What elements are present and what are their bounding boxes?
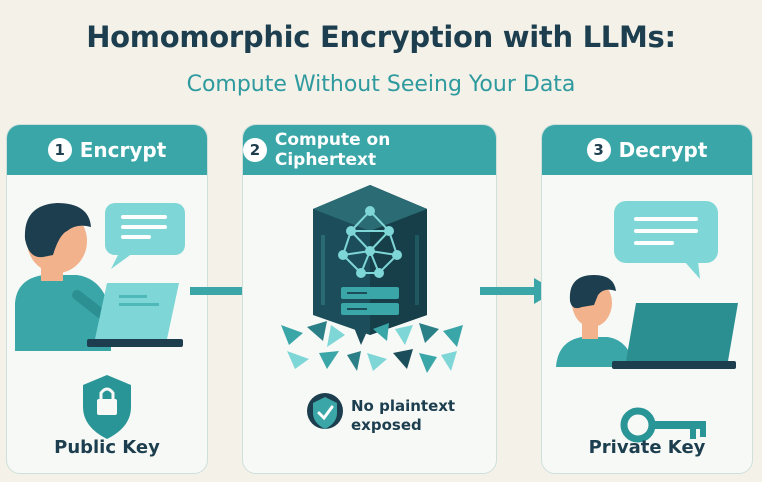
step-label: Encrypt xyxy=(79,138,167,162)
step-encrypt-panel: 1 Encrypt Public Key xyxy=(6,124,208,474)
step-compute-panel: 2 Compute on Ciphertext xyxy=(242,124,497,474)
step-label: Compute on Ciphertext xyxy=(274,130,391,170)
ciphertext-fragments xyxy=(281,321,463,373)
step-compute-header: 2 Compute on Ciphertext xyxy=(243,125,496,175)
step-number-badge: 3 xyxy=(586,138,611,162)
server-illustration xyxy=(281,185,463,429)
public-key-label: Public Key xyxy=(54,437,160,458)
page-subtitle: Compute Without Seeing Your Data xyxy=(186,72,576,97)
key-icon xyxy=(620,407,706,443)
no-plaintext-note: No plaintext exposed xyxy=(351,397,456,434)
step-number-badge: 2 xyxy=(243,138,267,162)
private-key-label: Private Key xyxy=(588,437,706,458)
step-label: Decrypt xyxy=(618,138,708,162)
check-shield-icon xyxy=(307,393,343,429)
person-laptop-illustration xyxy=(556,201,738,443)
page-title: Homomorphic Encryption with LLMs: xyxy=(86,20,676,54)
lock-shield-icon xyxy=(83,375,131,439)
step-number-badge: 1 xyxy=(47,138,72,162)
speech-bubble-icon xyxy=(105,203,185,269)
person-laptop-illustration xyxy=(15,203,185,439)
step-decrypt-panel: 3 Decrypt Private Key xyxy=(541,124,753,474)
step-encrypt-header: 1 Encrypt xyxy=(7,125,207,175)
speech-bubble-icon xyxy=(614,201,718,279)
step-decrypt-header: 3 Decrypt xyxy=(542,125,752,175)
